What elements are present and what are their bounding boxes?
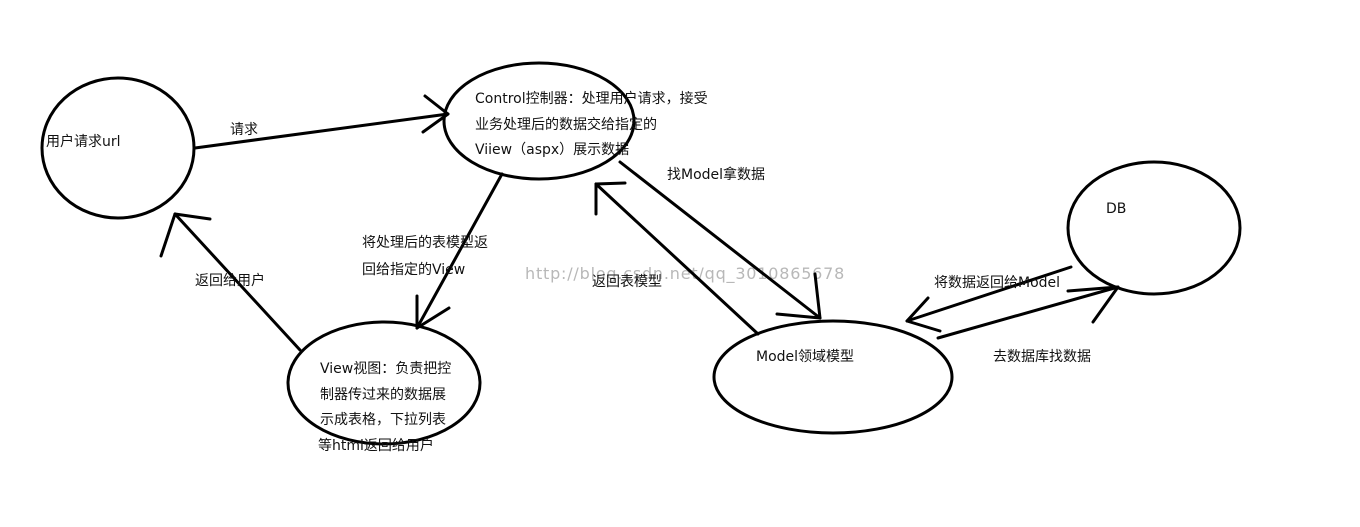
- view-line-4: 等html返回给用户: [318, 437, 434, 454]
- model-node: [712, 319, 954, 435]
- request-label: 请求: [230, 122, 258, 138]
- model-label: Model领域模型: [756, 349, 854, 365]
- return-to-user-label: 返回给用户: [195, 272, 265, 289]
- controller-line-3: Viiew（aspx）展示数据: [475, 142, 629, 158]
- query-db-label: 去数据库找数据: [993, 349, 1091, 365]
- return-table-model-label: 返回表模型: [592, 274, 662, 290]
- view-line-2: 制器传过来的数据展: [320, 387, 446, 403]
- db-label: DB: [1106, 201, 1126, 217]
- query-db-arrow-head: [1066, 285, 1120, 324]
- controller-to-view-arrow-line: [415, 172, 504, 330]
- view-line-3: 示成表格，下拉列表: [320, 412, 446, 428]
- db-node: [1066, 160, 1242, 296]
- find-model-arrow-line: [618, 160, 822, 320]
- return-to-model-arrow-head: [905, 296, 942, 333]
- return-table-model-arrow-head: [594, 181, 627, 216]
- return-to-model-arrow-line: [905, 265, 1073, 323]
- return-to-user-arrow-head: [159, 212, 212, 258]
- view-line-1: View视图：负责把控: [320, 361, 451, 377]
- return-table-model-arrow-line: [594, 182, 760, 336]
- controller-line-2: 业务处理后的数据交给指定的: [475, 116, 657, 133]
- controller-to-view-label-2: 回给指定的View: [362, 262, 465, 278]
- view-node: [286, 320, 482, 446]
- query-db-arrow-line: [936, 285, 1120, 340]
- controller-to-view-label-1: 将处理后的表模型返: [362, 235, 488, 251]
- request-arrow-head: [421, 94, 450, 134]
- controller-to-view-arrow-head: [415, 294, 451, 330]
- watermark: http://blog.csdn.net/qq_3010865678: [525, 264, 845, 284]
- request-arrow-line: [193, 112, 450, 150]
- user-request-label: 用户请求url: [46, 133, 121, 150]
- controller-line-1: Control控制器：处理用户请求，接受: [475, 90, 708, 107]
- return-to-model-label: 将数据返回给Model: [934, 275, 1060, 291]
- controller-node: [442, 61, 636, 181]
- return-to-user-arrow-line: [173, 212, 302, 352]
- find-model-label: 找Model拿数据: [667, 166, 765, 183]
- find-model-arrow-head: [775, 272, 822, 320]
